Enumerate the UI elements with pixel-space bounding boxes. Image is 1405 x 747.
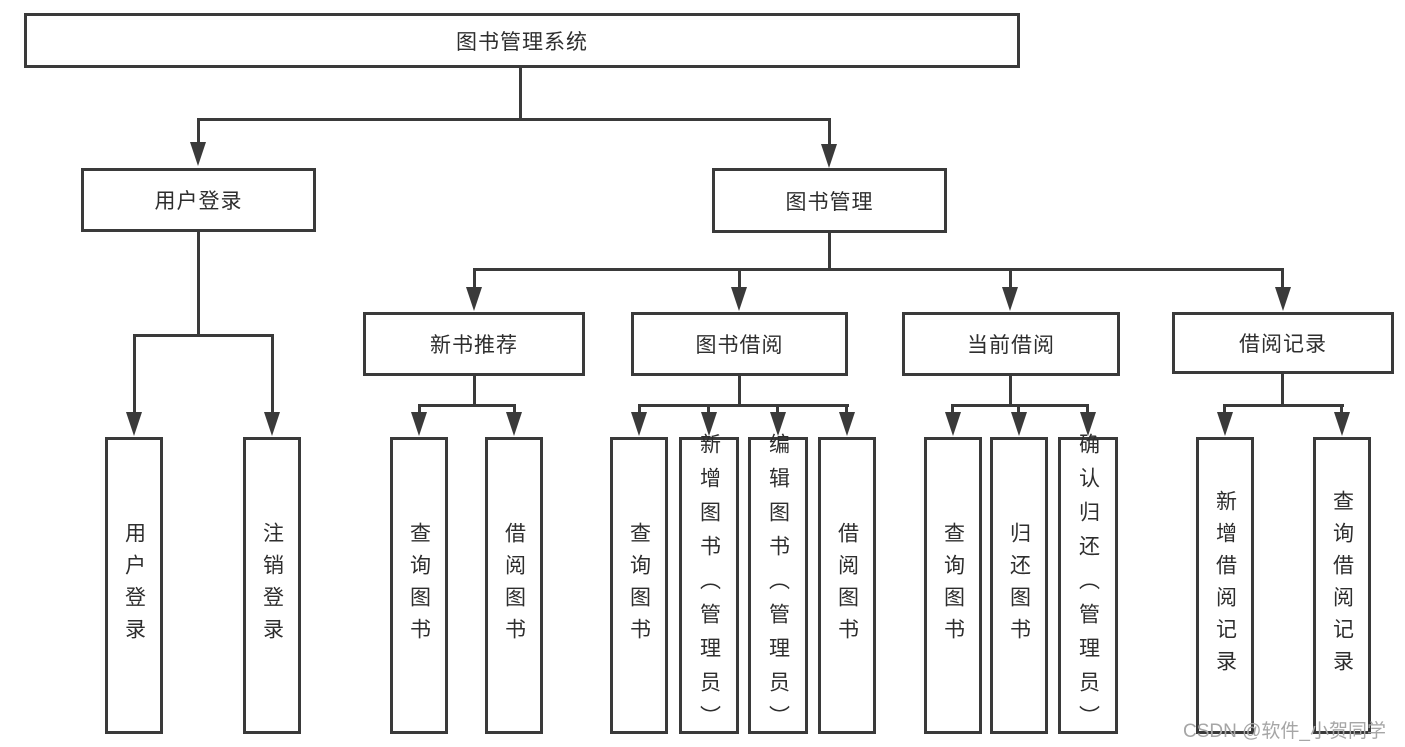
node-label: 用户登录	[154, 190, 243, 213]
leaf-borrow-books-recommend: 借阅图书	[485, 437, 543, 734]
leaf-return-books: 归还图书	[990, 437, 1048, 734]
node-library-management-system: 图书管理系统	[24, 13, 1020, 68]
node-label: 编辑图书（管理员）	[766, 432, 790, 739]
node-label: 当前借阅	[967, 334, 1055, 357]
node-label: 查询借阅记录	[1330, 489, 1354, 682]
connector	[1017, 404, 1020, 418]
node-label: 新增图书（管理员）	[697, 432, 721, 739]
node-book-borrowing: 图书借阅	[631, 312, 848, 376]
leaf-query-books-borrowing: 查询图书	[610, 437, 668, 734]
arrowhead-icon	[1011, 412, 1027, 436]
node-borrowing-records: 借阅记录	[1172, 312, 1394, 374]
node-label: 借阅图书	[502, 521, 526, 650]
connector	[1086, 404, 1089, 418]
connector	[133, 334, 274, 337]
node-label: 新增借阅记录	[1213, 489, 1237, 682]
arrowhead-icon	[631, 412, 647, 436]
node-label: 查询图书	[941, 521, 965, 650]
arrowhead-icon	[1275, 287, 1291, 311]
node-label: 用户登录	[122, 521, 146, 650]
arrowhead-icon	[821, 144, 837, 168]
arrowhead-icon	[701, 412, 717, 436]
node-current-borrowing: 当前借阅	[902, 312, 1120, 376]
node-label: 查询图书	[627, 521, 651, 650]
connector	[738, 376, 741, 406]
connector	[952, 404, 1089, 407]
leaf-borrow-books: 借阅图书	[818, 437, 876, 734]
csdn-watermark: CSDN @软件_小贺同学	[1183, 721, 1386, 742]
connector	[828, 118, 831, 146]
leaf-add-borrow-record: 新增借阅记录	[1196, 437, 1254, 734]
node-label: 图书借阅	[695, 334, 784, 357]
node-label: 查询图书	[407, 521, 431, 650]
connector	[828, 233, 831, 270]
connector	[1223, 404, 1226, 418]
leaf-query-books-recommend: 查询图书	[390, 437, 448, 734]
connector	[707, 404, 710, 418]
node-label: 归还图书	[1007, 521, 1031, 650]
connector	[1224, 404, 1344, 407]
node-user-login: 用户登录	[81, 168, 316, 232]
connector	[1281, 374, 1284, 406]
leaf-user-login: 用户登录	[105, 437, 163, 734]
node-label: 图书管理系统	[456, 30, 588, 54]
node-label: 注销登录	[260, 521, 284, 650]
connector	[1009, 268, 1012, 290]
connector	[197, 118, 200, 146]
leaf-query-books-current: 查询图书	[924, 437, 982, 734]
arrowhead-icon	[264, 412, 280, 436]
connector	[951, 404, 954, 418]
arrowhead-icon	[945, 412, 961, 436]
connector	[271, 334, 274, 416]
arrowhead-icon	[190, 142, 206, 166]
connector	[638, 404, 641, 418]
connector	[133, 334, 136, 416]
node-label: 图书管理	[785, 190, 874, 214]
arrowhead-icon	[506, 412, 522, 436]
connector	[638, 404, 849, 407]
connector	[845, 404, 848, 418]
arrowhead-icon	[731, 287, 747, 311]
arrowhead-icon	[1217, 412, 1233, 436]
arrowhead-icon	[126, 412, 142, 436]
leaf-query-borrow-record: 查询借阅记录	[1313, 437, 1371, 734]
arrowhead-icon	[839, 412, 855, 436]
arrowhead-icon	[411, 412, 427, 436]
connector	[418, 404, 421, 418]
leaf-confirm-return-admin: 确认归还（管理员）	[1058, 433, 1118, 739]
node-label: 新书推荐	[430, 334, 518, 357]
node-book-management: 图书管理	[712, 168, 947, 233]
node-new-book-recommend: 新书推荐	[363, 312, 585, 376]
node-label: 借阅记录	[1239, 333, 1327, 356]
connector	[1009, 376, 1012, 406]
connector	[1340, 404, 1343, 418]
leaf-edit-books-admin: 编辑图书（管理员）	[748, 433, 808, 739]
connector	[1281, 268, 1284, 290]
connector	[776, 404, 779, 418]
node-label: 借阅图书	[835, 521, 859, 650]
arrowhead-icon	[1080, 412, 1096, 436]
arrowhead-icon	[466, 287, 482, 311]
leaf-add-books-admin: 新增图书（管理员）	[679, 433, 739, 739]
node-label: 确认归还（管理员）	[1076, 432, 1100, 739]
arrowhead-icon	[770, 412, 786, 436]
connector	[197, 118, 831, 121]
connector	[473, 268, 1284, 271]
connector	[197, 232, 200, 336]
connector	[513, 404, 516, 418]
connector	[473, 268, 476, 290]
connector	[519, 68, 522, 120]
connector	[473, 376, 476, 406]
arrowhead-icon	[1334, 412, 1350, 436]
connector	[418, 404, 516, 407]
arrowhead-icon	[1002, 287, 1018, 311]
leaf-logout: 注销登录	[243, 437, 301, 734]
connector	[738, 268, 741, 290]
